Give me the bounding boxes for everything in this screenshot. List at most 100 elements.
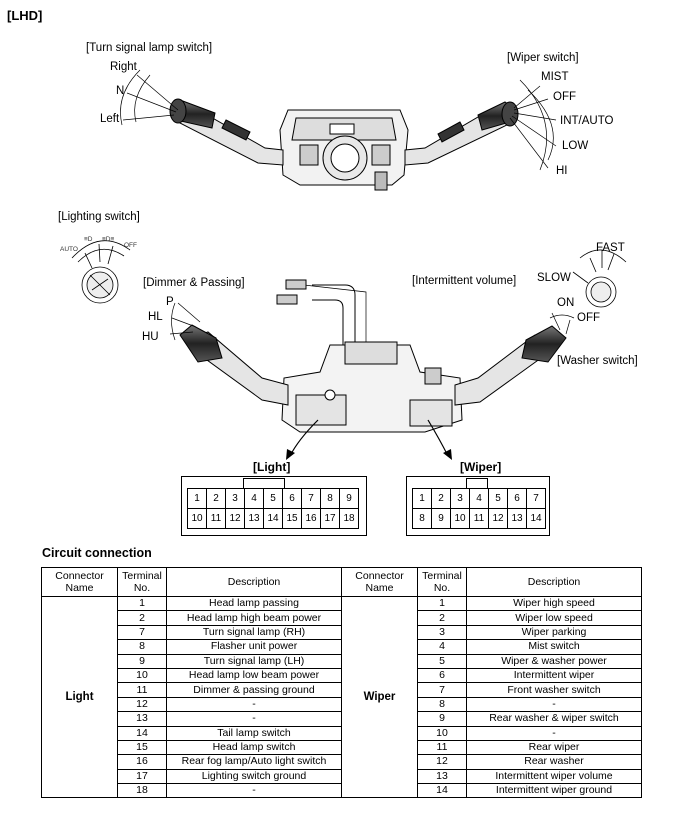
circuit-header-row: Connector Name Terminal No. Description … xyxy=(41,567,642,597)
wiper-terminal-no: 14 xyxy=(417,783,467,799)
light-terminal-no: 13 xyxy=(117,711,167,727)
wiper-connector-tab xyxy=(466,478,488,489)
top-switch-assembly xyxy=(169,98,519,191)
dimmer-position-p: P xyxy=(166,296,174,308)
light-description: Tail lamp switch xyxy=(166,725,342,741)
light-terminal-no: 16 xyxy=(117,754,167,770)
light-connector-frame xyxy=(181,476,367,536)
wiper-description: - xyxy=(466,696,642,713)
bottom-switch-assembly xyxy=(179,279,567,433)
light-pin: 9 xyxy=(339,488,359,509)
dimmer-position-hu: HU xyxy=(142,331,159,343)
light-pin: 16 xyxy=(301,508,321,529)
turn-signal-title: [Turn signal lamp switch] xyxy=(86,42,213,54)
turn-position-left: Left xyxy=(100,113,120,125)
wiper-description: Wiper parking xyxy=(466,624,642,641)
wiper-terminal-no: 5 xyxy=(417,653,467,669)
light-description: Flasher unit power xyxy=(166,639,342,655)
intermittent-knob xyxy=(572,249,627,308)
wiper-terminal-no: 11 xyxy=(417,739,467,756)
light-pin: 18 xyxy=(339,508,359,529)
lighting-position-auto: AUTO xyxy=(60,246,78,253)
light-terminal-no: 14 xyxy=(117,725,167,741)
wiper-description: - xyxy=(466,725,642,741)
circuit-table: Connector Name Terminal No. Description … xyxy=(41,567,642,799)
wiper-connector-grid: 1 2 3 4 5 6 7 8 9 10 11 12 13 14 xyxy=(412,488,546,529)
light-connector-grid: 1 2 3 4 5 6 7 8 9 10 11 12 13 14 15 16 1… xyxy=(187,488,359,529)
wiper-pin: 12 xyxy=(488,508,508,529)
wiper-terminal-no: 3 xyxy=(417,624,467,641)
light-description: - xyxy=(166,711,342,727)
wiper-position-int: INT/AUTO xyxy=(560,115,614,127)
wiper-position-off: OFF xyxy=(553,91,576,103)
wiper-pin: 4 xyxy=(469,488,489,509)
header-description: Description xyxy=(166,567,342,597)
wiper-description: Front washer switch xyxy=(466,682,642,698)
light-pin: 12 xyxy=(225,508,245,529)
light-description: Turn signal lamp (LH) xyxy=(166,653,342,669)
wiper-description: Mist switch xyxy=(466,639,642,655)
wiper-position-hi: HI xyxy=(556,165,568,177)
wiper-terminal-no: 10 xyxy=(417,725,467,741)
page-title: [LHD] xyxy=(7,8,43,23)
header-terminal-no: Terminal No. xyxy=(417,567,467,597)
light-description: - xyxy=(166,696,342,713)
dimmer-position-hl: HL xyxy=(148,311,163,323)
light-connector-tab xyxy=(243,478,285,489)
wiper-pin: 6 xyxy=(507,488,527,509)
light-pin: 15 xyxy=(282,508,302,529)
light-pin: 5 xyxy=(263,488,283,509)
header-description: Description xyxy=(466,567,642,597)
connector-name-wiper: Wiper xyxy=(341,595,418,799)
light-description: Head lamp switch xyxy=(166,739,342,756)
header-connector-name: Connector Name xyxy=(41,567,118,597)
wiper-pin: 13 xyxy=(507,508,527,529)
light-terminal-no: 11 xyxy=(117,682,167,698)
light-terminal-no: 7 xyxy=(117,624,167,641)
wiper-description: Rear wiper xyxy=(466,739,642,756)
light-pin: 1 xyxy=(187,488,207,509)
wiper-terminal-no: 4 xyxy=(417,639,467,655)
wiper-pin: 2 xyxy=(431,488,451,509)
wiper-description: Intermittent wiper ground xyxy=(466,783,642,799)
lighting-knob xyxy=(71,240,131,304)
light-description: Dimmer & passing ground xyxy=(166,682,342,698)
light-pin: 3 xyxy=(225,488,245,509)
intermittent-position-fast: FAST xyxy=(596,242,625,254)
light-description: Head lamp low beam power xyxy=(166,667,342,684)
lighting-position-head: ≡D≡ xyxy=(102,236,115,243)
washer-position-off: OFF xyxy=(577,312,600,324)
light-description: Head lamp high beam power xyxy=(166,610,342,626)
wiper-pin: 8 xyxy=(412,508,432,529)
dimmer-arcs xyxy=(169,302,201,341)
light-pin: 8 xyxy=(320,488,340,509)
washer-arcs xyxy=(549,312,575,335)
light-terminal-no: 9 xyxy=(117,653,167,669)
light-terminal-no: 1 xyxy=(117,595,167,612)
turn-position-n: N xyxy=(116,85,125,97)
washer-switch-title: [Washer switch] xyxy=(557,355,638,367)
light-terminal-no: 17 xyxy=(117,768,167,785)
wiper-position-mist: MIST xyxy=(541,71,569,83)
lighting-position-tail: ≡D xyxy=(84,236,93,243)
wiper-arcs xyxy=(509,79,557,171)
lighting-switch-title: [Lighting switch] xyxy=(58,211,140,223)
light-pin: 14 xyxy=(263,508,283,529)
light-terminal-no: 8 xyxy=(117,639,167,655)
washer-position-on: ON xyxy=(557,297,575,309)
wiper-terminal-no: 13 xyxy=(417,768,467,785)
wiper-pin: 5 xyxy=(488,488,508,509)
light-pin: 10 xyxy=(187,508,207,529)
wiper-pin: 3 xyxy=(450,488,470,509)
wiper-pin: 14 xyxy=(526,508,546,529)
switch-diagram xyxy=(71,69,627,460)
light-description: Turn signal lamp (RH) xyxy=(166,624,342,641)
wiper-pin: 10 xyxy=(450,508,470,529)
light-terminal-no: 18 xyxy=(117,783,167,799)
wiper-terminal-no: 8 xyxy=(417,696,467,713)
